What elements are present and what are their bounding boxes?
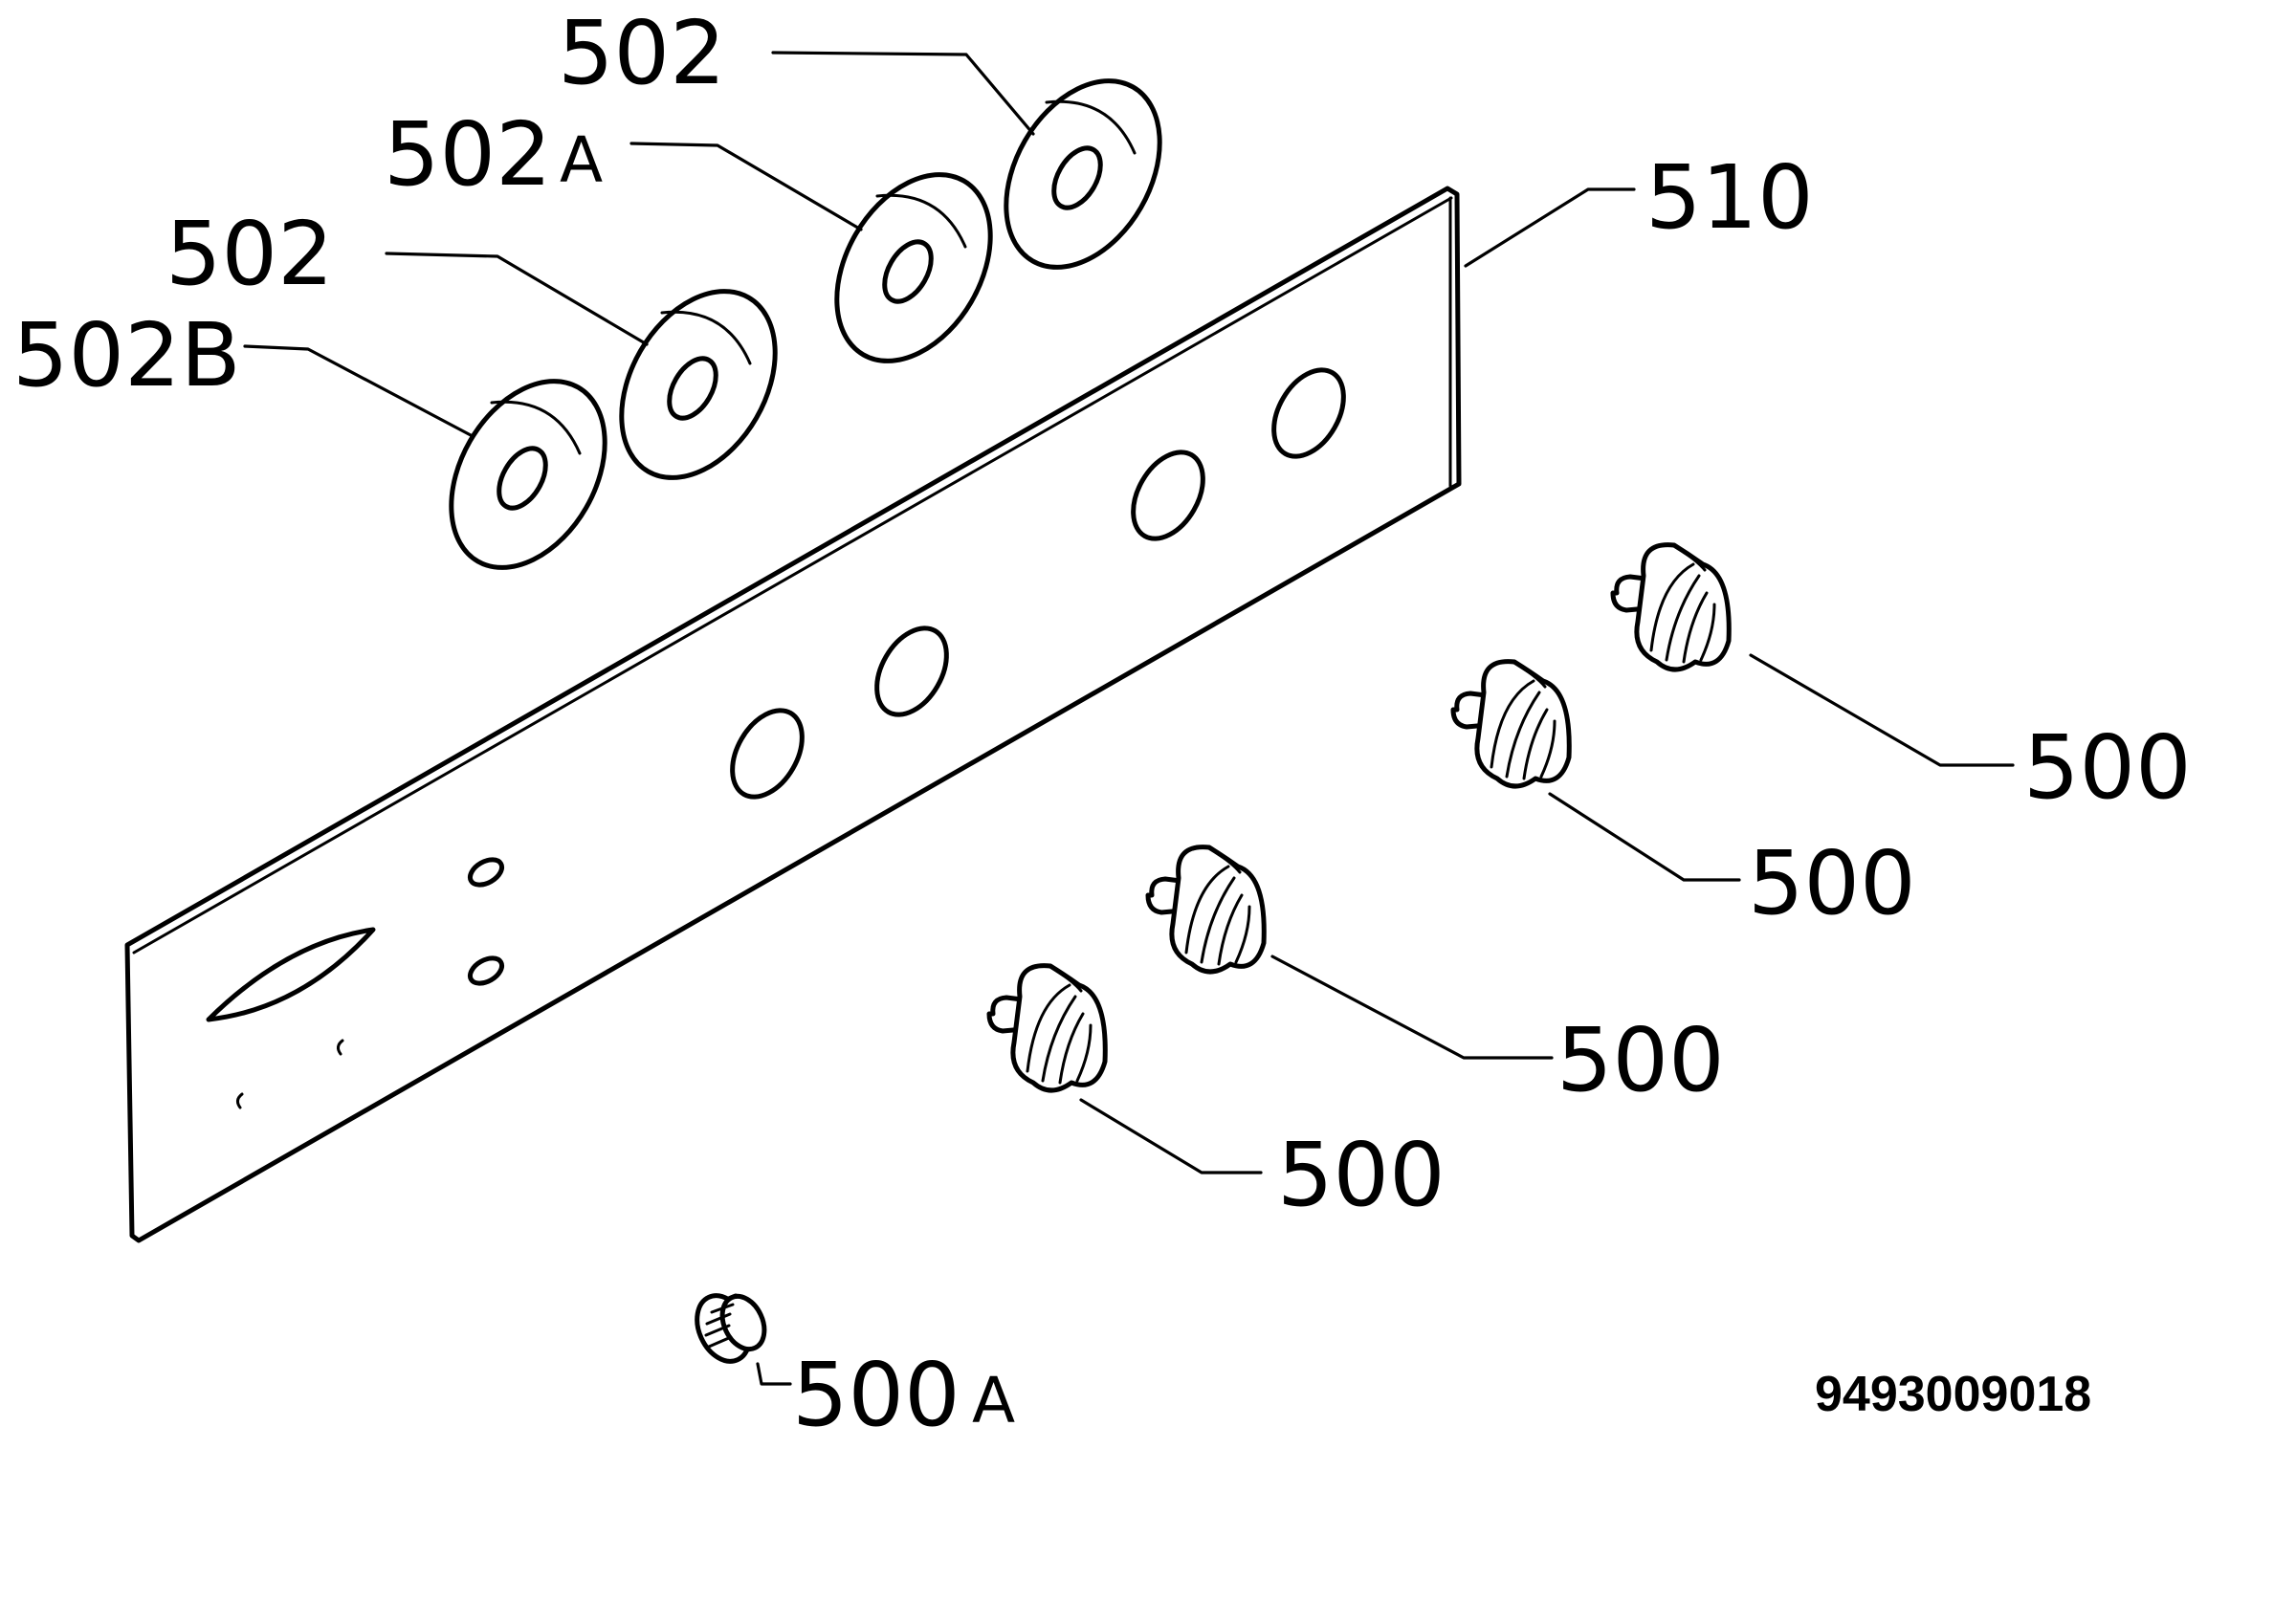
- washer-502B: [449, 379, 607, 570]
- label-502-middle: 502: [166, 203, 334, 305]
- washer-502A: [834, 172, 993, 363]
- label-500-3: 500: [1556, 1009, 1725, 1111]
- leader-502B: [243, 344, 473, 437]
- label-500-4: 500: [1277, 1124, 1446, 1226]
- knob-500-4: [986, 963, 1108, 1093]
- control-panel-510: [124, 186, 1462, 1243]
- knob-500-3: [1145, 845, 1267, 975]
- leader-502-top-right: [771, 51, 1035, 136]
- leader-502A: [629, 142, 863, 231]
- leader-500A: [756, 1362, 792, 1386]
- label-500-2: 500: [1748, 832, 1916, 934]
- label-502B: 502B: [12, 304, 241, 406]
- label-500A-suffix: A: [972, 1364, 1015, 1437]
- label-502A-suffix: A: [560, 123, 603, 197]
- leader-510: [1464, 187, 1636, 268]
- label-502A-number: 502: [384, 103, 552, 206]
- washer-502-middle: [619, 289, 778, 480]
- leader-502-middle: [385, 252, 649, 346]
- washer-502-top-right: [1004, 78, 1162, 270]
- label-502-top-right: 502: [558, 2, 726, 104]
- label-500A-number: 500: [792, 1344, 960, 1446]
- knob-500-2: [1450, 659, 1572, 789]
- leader-500-1: [1749, 653, 2015, 767]
- leader-500-3: [1270, 955, 1554, 1060]
- knob-500-1: [1610, 542, 1732, 672]
- small-knob-500A: [695, 1293, 767, 1364]
- drawing-code: 9493009018: [1815, 1367, 2091, 1422]
- label-500-1: 500: [2023, 716, 2192, 819]
- label-510: 510: [1645, 146, 1814, 249]
- leader-lines: [243, 51, 2015, 1386]
- leader-500-4: [1079, 1098, 1263, 1174]
- leader-500-2: [1548, 792, 1741, 882]
